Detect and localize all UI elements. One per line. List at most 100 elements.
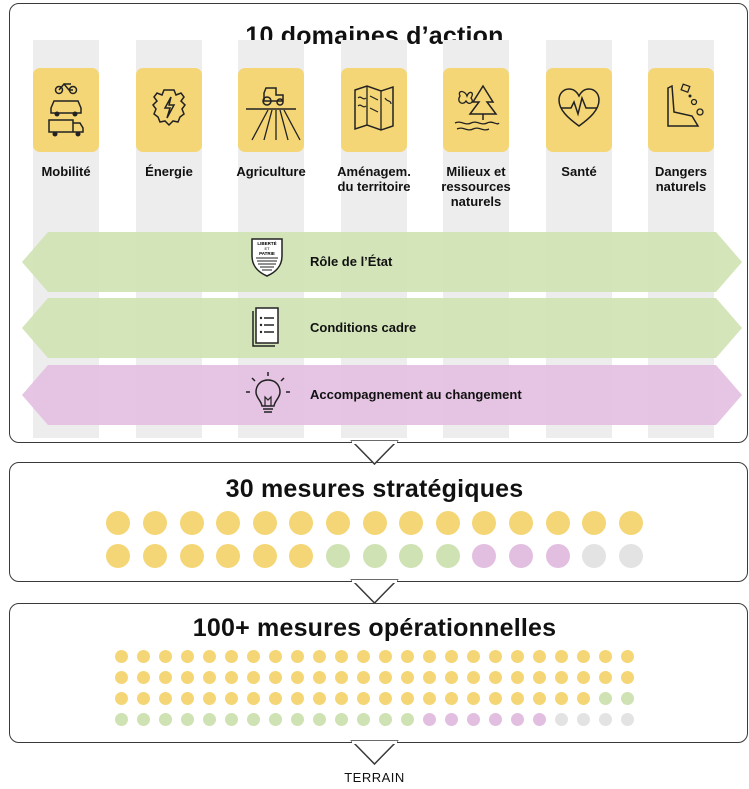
measure-dot (555, 670, 568, 684)
measure-dot (357, 649, 370, 663)
measure-dot (467, 670, 480, 684)
measure-dot (313, 691, 326, 705)
measure-dot (423, 670, 436, 684)
band-label-conditions-cadre: Conditions cadre (310, 320, 417, 335)
domain-tile (33, 68, 99, 152)
measure-dot (289, 544, 314, 568)
measure-dot (621, 712, 634, 726)
measure-dot (203, 670, 216, 684)
measure-dot (435, 511, 460, 535)
measure-dot (423, 712, 436, 726)
measure-dot (445, 670, 458, 684)
measure-dot (115, 670, 128, 684)
measure-dot (203, 712, 216, 726)
band-label-role-etat: Rôle de l’État (310, 254, 393, 269)
measure-dot (599, 649, 612, 663)
domain-label: Énergie (145, 164, 193, 179)
operational-title: 100+ mesures opérationnelles (192, 614, 557, 642)
heart-icon (558, 88, 600, 127)
measure-dot (379, 691, 392, 705)
domain-label: Mobilité (41, 164, 91, 179)
domain-tile (136, 68, 202, 152)
band-0 (22, 232, 742, 292)
measure-dot (511, 670, 524, 684)
measure-dot (335, 670, 348, 684)
agriculture-icon (246, 87, 301, 141)
measure-dot (269, 712, 282, 726)
measure-dot (357, 670, 370, 684)
measure-dot (555, 691, 568, 705)
measure-dot (435, 544, 460, 568)
measure-dot (472, 511, 497, 535)
measure-dot (179, 544, 204, 568)
measure-dot (313, 712, 326, 726)
measure-dot (137, 712, 150, 726)
measure-dot (555, 712, 568, 726)
rockfall-icon (667, 83, 704, 127)
band-1 (22, 298, 742, 358)
measure-dot (357, 712, 370, 726)
measure-dot (247, 712, 260, 726)
measure-dot (247, 691, 260, 705)
measure-dot (618, 544, 643, 568)
measure-dot (445, 712, 458, 726)
measure-dot (467, 712, 480, 726)
measure-dot (599, 691, 612, 705)
measure-dot (335, 691, 348, 705)
measure-dot (203, 649, 216, 663)
measure-dot (216, 544, 241, 568)
measure-dot (545, 511, 570, 535)
measure-dot (621, 691, 634, 705)
measure-dot (115, 649, 128, 663)
measure-dot (489, 670, 502, 684)
measure-dot (325, 511, 350, 535)
measure-dot (533, 712, 546, 726)
domain-tile (546, 68, 612, 152)
measure-dot (533, 649, 546, 663)
measure-dot (582, 511, 607, 535)
measure-dot (179, 511, 204, 535)
measure-dot (159, 670, 172, 684)
shield-icon: LIBERTÉ ET PATRIE (251, 238, 283, 277)
shield-text-2: ET (264, 246, 270, 251)
measure-dot (291, 670, 304, 684)
domain-label: Agriculture (236, 164, 306, 179)
measure-dot (621, 670, 634, 684)
measure-dot (269, 670, 282, 684)
measure-dot (533, 691, 546, 705)
measure-dot (159, 691, 172, 705)
shield-text-3: PATRIE (259, 251, 275, 256)
measure-dot (269, 691, 282, 705)
measure-dot (106, 511, 131, 535)
measure-dot (511, 649, 524, 663)
measure-dot (577, 712, 590, 726)
measure-dot (181, 712, 194, 726)
document-icon (252, 307, 279, 347)
domain-label: Santé (561, 164, 597, 179)
domain-tile (443, 68, 509, 152)
energy-icon (152, 89, 186, 127)
measure-dot (508, 511, 533, 535)
domain-label: Aménagem. du territoire (337, 164, 411, 194)
measure-dot (599, 712, 612, 726)
measure-dot (467, 649, 480, 663)
measure-dot (252, 511, 277, 535)
measure-dot (357, 691, 370, 705)
measure-dot (423, 649, 436, 663)
measure-dot (401, 712, 414, 726)
nature-icon (454, 84, 500, 131)
measure-dot (291, 691, 304, 705)
domain-label: Milieux et ressources naturels (441, 164, 511, 209)
measure-dot (335, 712, 348, 726)
terrain-label: TERRAIN (344, 770, 405, 785)
measure-dot (582, 544, 607, 568)
measure-dot (621, 649, 634, 663)
measure-dot (508, 544, 533, 568)
measure-dot (577, 649, 590, 663)
measure-dot (159, 712, 172, 726)
measure-dot (225, 691, 238, 705)
lightbulb-icon (246, 372, 290, 413)
measure-dot (362, 544, 387, 568)
measure-dot (252, 544, 277, 568)
